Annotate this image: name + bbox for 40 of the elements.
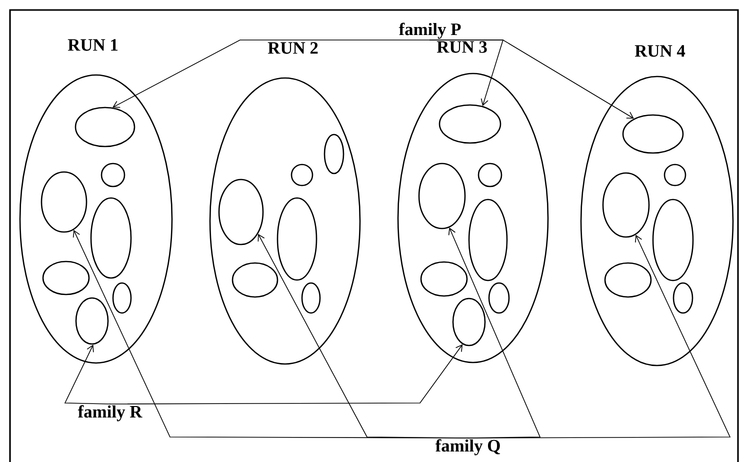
arrow (110, 344, 463, 404)
cluster-ellipse (40, 171, 88, 233)
arrow (258, 234, 468, 438)
cluster-ellipse (75, 297, 109, 345)
arrow (64, 344, 110, 404)
run-title: RUN 1 (68, 39, 118, 51)
family-label: family Q (435, 439, 500, 456)
arrow (468, 234, 731, 438)
cluster-ellipse (418, 162, 466, 230)
run-title: RUN 3 (436, 41, 487, 53)
cluster-ellipse (604, 262, 652, 298)
cluster-ellipse (218, 178, 264, 246)
cluster-ellipse (42, 260, 90, 296)
arrow (448, 228, 541, 438)
cluster-ellipse (301, 282, 321, 314)
cluster-ellipse (276, 197, 318, 281)
cluster-ellipse (438, 104, 502, 144)
cluster-ellipse (100, 162, 126, 188)
family-label: family R (78, 405, 142, 422)
cluster-ellipse (468, 198, 508, 282)
cluster-ellipse (420, 261, 468, 297)
cluster-ellipse (664, 164, 686, 186)
run-title: RUN 4 (634, 45, 686, 57)
arrow (112, 40, 430, 108)
cluster-ellipse (478, 162, 502, 188)
cluster-ellipse (488, 282, 510, 314)
cluster-ellipse (112, 282, 132, 314)
cluster-ellipse (452, 298, 486, 346)
cluster-ellipse (74, 106, 136, 148)
cluster-ellipse (90, 197, 132, 279)
run-title: RUN 2 (268, 42, 318, 54)
cluster-ellipse (602, 172, 650, 238)
cluster-ellipse (290, 164, 314, 186)
cluster-ellipse (672, 282, 694, 314)
cluster-ellipse (232, 262, 278, 298)
cluster-ellipse (324, 134, 344, 174)
cluster-ellipse (652, 198, 694, 282)
family-label: family P (398, 22, 461, 39)
cluster-ellipse (622, 114, 684, 154)
arrow (430, 40, 634, 119)
